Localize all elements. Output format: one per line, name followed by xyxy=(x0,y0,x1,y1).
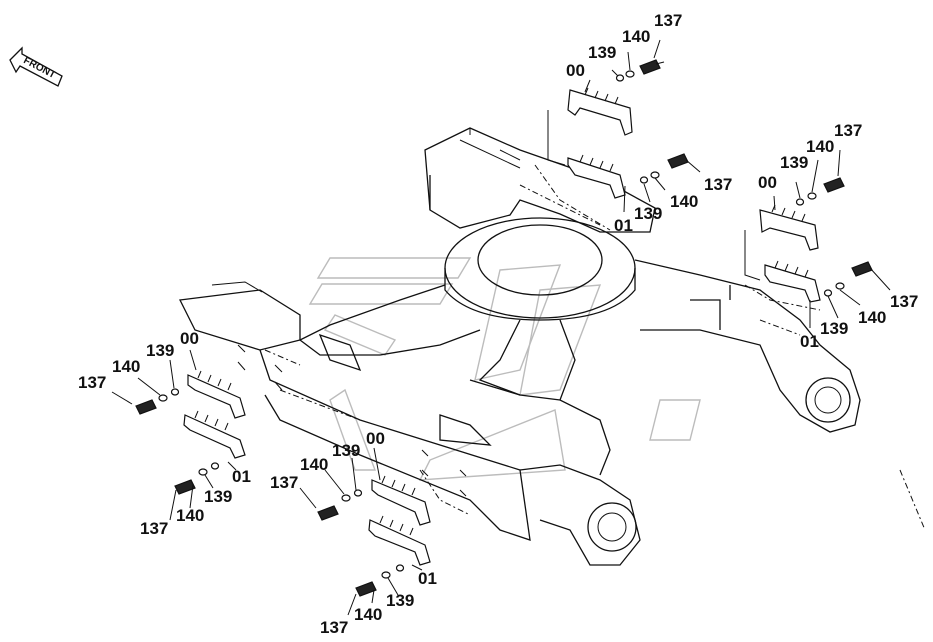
part-label-140: 140 xyxy=(806,137,834,156)
track-frame xyxy=(179,127,926,566)
label-group-1: 137 140 139 00 xyxy=(566,11,682,80)
label-group-8: 137 140 139 01 xyxy=(320,569,437,637)
part-label-139: 139 xyxy=(780,153,808,172)
part-label-137: 137 xyxy=(704,175,732,194)
part-label-140: 140 xyxy=(112,357,140,376)
bolt-washer-group-8 xyxy=(347,564,423,616)
bolt-washer-group-1 xyxy=(584,39,665,93)
guide-01-left-b xyxy=(368,515,431,566)
part-label-139: 139 xyxy=(204,487,232,506)
part-label-139: 139 xyxy=(146,341,174,360)
guide-01-upper-a xyxy=(567,154,626,199)
bolt-washer-group-6 xyxy=(169,461,237,521)
part-label-01: 01 xyxy=(232,467,251,486)
bolt-washer-group-4 xyxy=(809,261,891,328)
part-label-00: 00 xyxy=(758,173,777,192)
part-label-139: 139 xyxy=(386,591,414,610)
part-label-140: 140 xyxy=(300,455,328,474)
front-label: FRONT xyxy=(22,55,58,81)
part-label-140: 140 xyxy=(858,308,886,327)
part-label-00: 00 xyxy=(566,61,585,80)
part-label-140: 140 xyxy=(622,27,650,46)
bolt-washer-group-7 xyxy=(299,447,381,521)
part-label-139: 139 xyxy=(634,204,662,223)
front-arrow-icon: FRONT xyxy=(9,46,63,87)
guide-00-upper-b xyxy=(744,204,819,281)
part-label-140: 140 xyxy=(354,605,382,624)
bolt-washer-group-2 xyxy=(623,153,701,213)
guide-00-left-a xyxy=(187,344,283,419)
part-label-01: 01 xyxy=(614,216,633,235)
part-label-137: 137 xyxy=(834,121,862,140)
part-label-01: 01 xyxy=(800,332,819,351)
guide-00-upper-a xyxy=(547,87,633,166)
part-label-00: 00 xyxy=(366,429,385,448)
part-label-139: 139 xyxy=(820,319,848,338)
guide-00-left-b xyxy=(371,449,467,526)
part-label-01: 01 xyxy=(418,569,437,588)
label-group-6: 137 140 139 01 xyxy=(140,467,251,538)
bolt-washer-group-5 xyxy=(111,349,197,415)
part-label-137: 137 xyxy=(140,519,168,538)
part-label-137: 137 xyxy=(78,373,106,392)
part-label-140: 140 xyxy=(176,506,204,525)
part-label-00: 00 xyxy=(180,329,199,348)
part-label-137: 137 xyxy=(654,11,682,30)
label-group-4: 137 140 139 01 xyxy=(800,292,918,351)
part-label-139: 139 xyxy=(332,441,360,460)
bolt-washer-group-3 xyxy=(773,149,845,211)
guide-01-left-a xyxy=(183,410,246,459)
label-group-5: 137 140 139 00 xyxy=(78,329,199,392)
guide-01-upper-b xyxy=(764,260,821,303)
part-label-137: 137 xyxy=(890,292,918,311)
label-group-2: 137 140 139 01 xyxy=(614,175,732,235)
part-label-137: 137 xyxy=(320,618,348,637)
label-group-3: 137 140 139 00 xyxy=(758,121,862,192)
part-label-140: 140 xyxy=(670,192,698,211)
label-group-7: 137 140 139 00 xyxy=(270,429,385,492)
part-label-139: 139 xyxy=(588,43,616,62)
part-label-137: 137 xyxy=(270,473,298,492)
